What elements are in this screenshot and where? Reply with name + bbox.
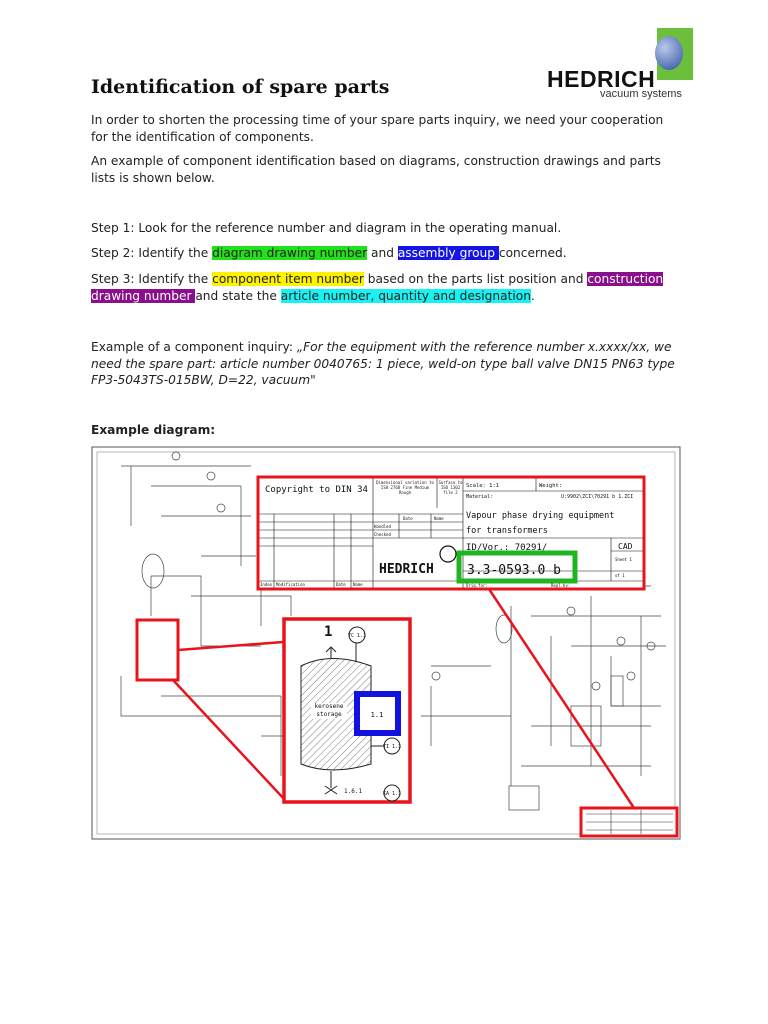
- drawing-number-highlight: [456, 550, 578, 584]
- surface-label: Surface to ISO 1302 file 2: [438, 480, 463, 495]
- title-block-logo-icon: [439, 545, 457, 563]
- cad-text: CAD: [618, 542, 633, 551]
- detail-number: 1: [324, 624, 332, 640]
- instrument-tag-bottom-text: KA 1.1: [383, 791, 401, 797]
- intro-paragraph-1: In order to shorten the processing time …: [91, 113, 664, 144]
- highlight-article-number: article number, quantity and designation: [280, 288, 531, 303]
- instrument-tag-mid: [383, 737, 401, 755]
- sheet-text: Sheet 1: [615, 557, 632, 562]
- logo-sphere-icon: [655, 36, 683, 70]
- orig-label: Orig.for:: [466, 583, 488, 588]
- ball-valve-icon: [324, 771, 338, 795]
- highlight-diagram-drawing-number: diagram drawing number: [212, 246, 368, 260]
- instrument-tag-mid-text: TI 1.1: [383, 744, 401, 750]
- title-block: Copyright to DIN 34 Dimensional variatio…: [256, 475, 646, 591]
- instrument-tag-top-text: TC 1.1: [348, 633, 366, 639]
- step-3: Step 3: Identify the component item numb…: [91, 271, 691, 304]
- intro-paragraph-2: An example of component identification b…: [91, 154, 661, 185]
- tolerance-text: Dimensional variation to ISO 2768 Fine M…: [376, 480, 434, 495]
- valve-number: 1.6.1: [344, 788, 362, 795]
- title-block-company-logo: HEDRICH: [379, 562, 434, 577]
- step-2: Step 2: Identify the diagram drawing num…: [91, 245, 681, 262]
- of-text: of 1: [615, 573, 625, 578]
- handled-label: Handled: [374, 524, 391, 529]
- step-2-text: Step 2: Identify the: [91, 246, 213, 260]
- example-label: Example of a component inquiry:: [91, 340, 297, 354]
- page-title: Identification of spare parts: [91, 76, 390, 98]
- step-3-text: and state the: [195, 288, 281, 303]
- instrument-tag-bottom: [383, 784, 401, 802]
- name-label-2: Name: [353, 582, 363, 587]
- surface-text: Surface to ISO 1302 file 2: [438, 480, 463, 495]
- description-line-2: for transformers: [466, 526, 548, 536]
- title-block-red-frame: [256, 475, 646, 591]
- drawing-inner-frame: [96, 451, 676, 835]
- vent-arrow-icon: [325, 646, 337, 658]
- example-inquiry: Example of a component inquiry: „For the…: [91, 339, 681, 389]
- step-3-text: Step 3: Identify the: [91, 272, 213, 286]
- logo-tagline: vacuum systems: [600, 88, 682, 100]
- assembly-group-number: 1.1: [371, 711, 384, 719]
- step-2-text: concerned.: [498, 246, 567, 260]
- weight-text: Weight:: [539, 483, 562, 489]
- component-locator-box: [135, 618, 180, 682]
- id-vor-text: ID/Vor.: 70291/: [466, 543, 547, 553]
- logo-name: HEDRICH: [547, 66, 656, 92]
- small-title-block-lines: [586, 810, 673, 834]
- checked-label: Checked: [374, 532, 391, 537]
- step-2-text: and: [367, 246, 398, 260]
- diagram-heading: Example diagram:: [91, 423, 216, 437]
- callout-lines: [172, 588, 636, 809]
- scale-text: Scale: 1:1: [466, 483, 499, 489]
- instrument-tag-top: [348, 626, 366, 644]
- example-quote: „For the equipment with the reference nu…: [91, 340, 675, 387]
- highlight-assembly-group: assembly group: [397, 246, 499, 260]
- drawing-number-text: 3.3-0593.0 b: [467, 563, 561, 578]
- assembly-group-highlight: [354, 691, 401, 736]
- vessel-label-box: kerosene storage: [311, 703, 347, 719]
- index-label: Index: [260, 582, 273, 587]
- tolerance-label: Dimensional variation to ISO 2768 Fine M…: [376, 480, 434, 495]
- material-text: Material:: [466, 494, 493, 500]
- file-path-text: U:9902\ZCI\70291 b 1.ZCI: [561, 494, 633, 500]
- date-label-2: Date: [336, 582, 346, 587]
- example-quote-end: ": [310, 373, 316, 387]
- step-3-text: .: [530, 288, 535, 303]
- step-1: Step 1: Look for the reference number an…: [91, 221, 562, 235]
- vessel-label: kerosene storage: [311, 703, 347, 719]
- detail-enlargement: 1 TC 1.1 1.1 kerosene storage TI 1.1 1.6…: [282, 617, 412, 804]
- description-line-1: Vapour phase drying equipment: [466, 511, 614, 521]
- date-label: Date: [403, 516, 413, 521]
- highlight-component-item-number: component item number: [212, 272, 364, 286]
- modification-label: Modification: [276, 582, 305, 587]
- copyright-text: Copyright to DIN 34: [265, 485, 368, 495]
- hedrich-logo: HEDRICH vacuum systems: [545, 28, 695, 103]
- step-3-text: based on the parts list position and: [363, 272, 588, 286]
- name-label: Name: [434, 516, 444, 521]
- repl-label: Repl.by:: [551, 583, 570, 588]
- example-diagram: Copyright to DIN 34 Dimensional variatio…: [91, 446, 681, 840]
